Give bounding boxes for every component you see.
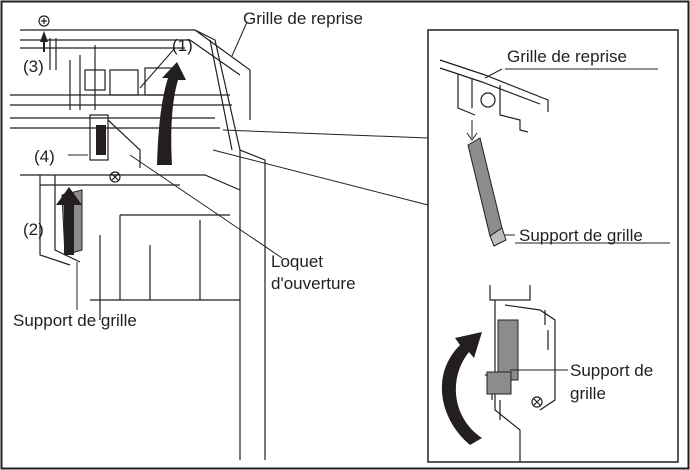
detail-support-bottom-line2: grille bbox=[570, 384, 606, 403]
main-leader-lines bbox=[68, 21, 429, 310]
arrow-3-icon bbox=[40, 31, 48, 52]
detail-support-bottom-line1: Support de bbox=[570, 361, 654, 380]
detail-leader-lines bbox=[484, 68, 670, 371]
step-4-label: (4) bbox=[34, 147, 55, 166]
arrow-1-icon bbox=[157, 62, 186, 165]
main-unit-drawing bbox=[10, 15, 266, 460]
main-support-label: Support de grille bbox=[13, 311, 137, 330]
detail-support-label: Support de grille bbox=[519, 226, 643, 245]
detail-grille-label: Grille de reprise bbox=[507, 47, 627, 66]
detail-bottom-filled-parts bbox=[486, 319, 519, 395]
loquet-label-line2: d'ouverture bbox=[271, 274, 356, 293]
detail-support-rod-drawing bbox=[466, 120, 507, 247]
arrow-2-icon bbox=[56, 187, 82, 255]
loquet-label-line1: Loquet bbox=[271, 252, 323, 271]
detail-grille-drawing bbox=[439, 59, 549, 133]
main-grille-label: Grille de reprise bbox=[243, 9, 363, 28]
detail-panel-frame bbox=[427, 29, 679, 463]
step-2-label: (2) bbox=[23, 220, 44, 239]
step-1-label: (1) bbox=[172, 36, 193, 55]
detail-rotate-arrow-icon bbox=[441, 332, 482, 445]
detail-bottom-drawing bbox=[485, 285, 556, 462]
step-3-label: (3) bbox=[23, 57, 44, 76]
